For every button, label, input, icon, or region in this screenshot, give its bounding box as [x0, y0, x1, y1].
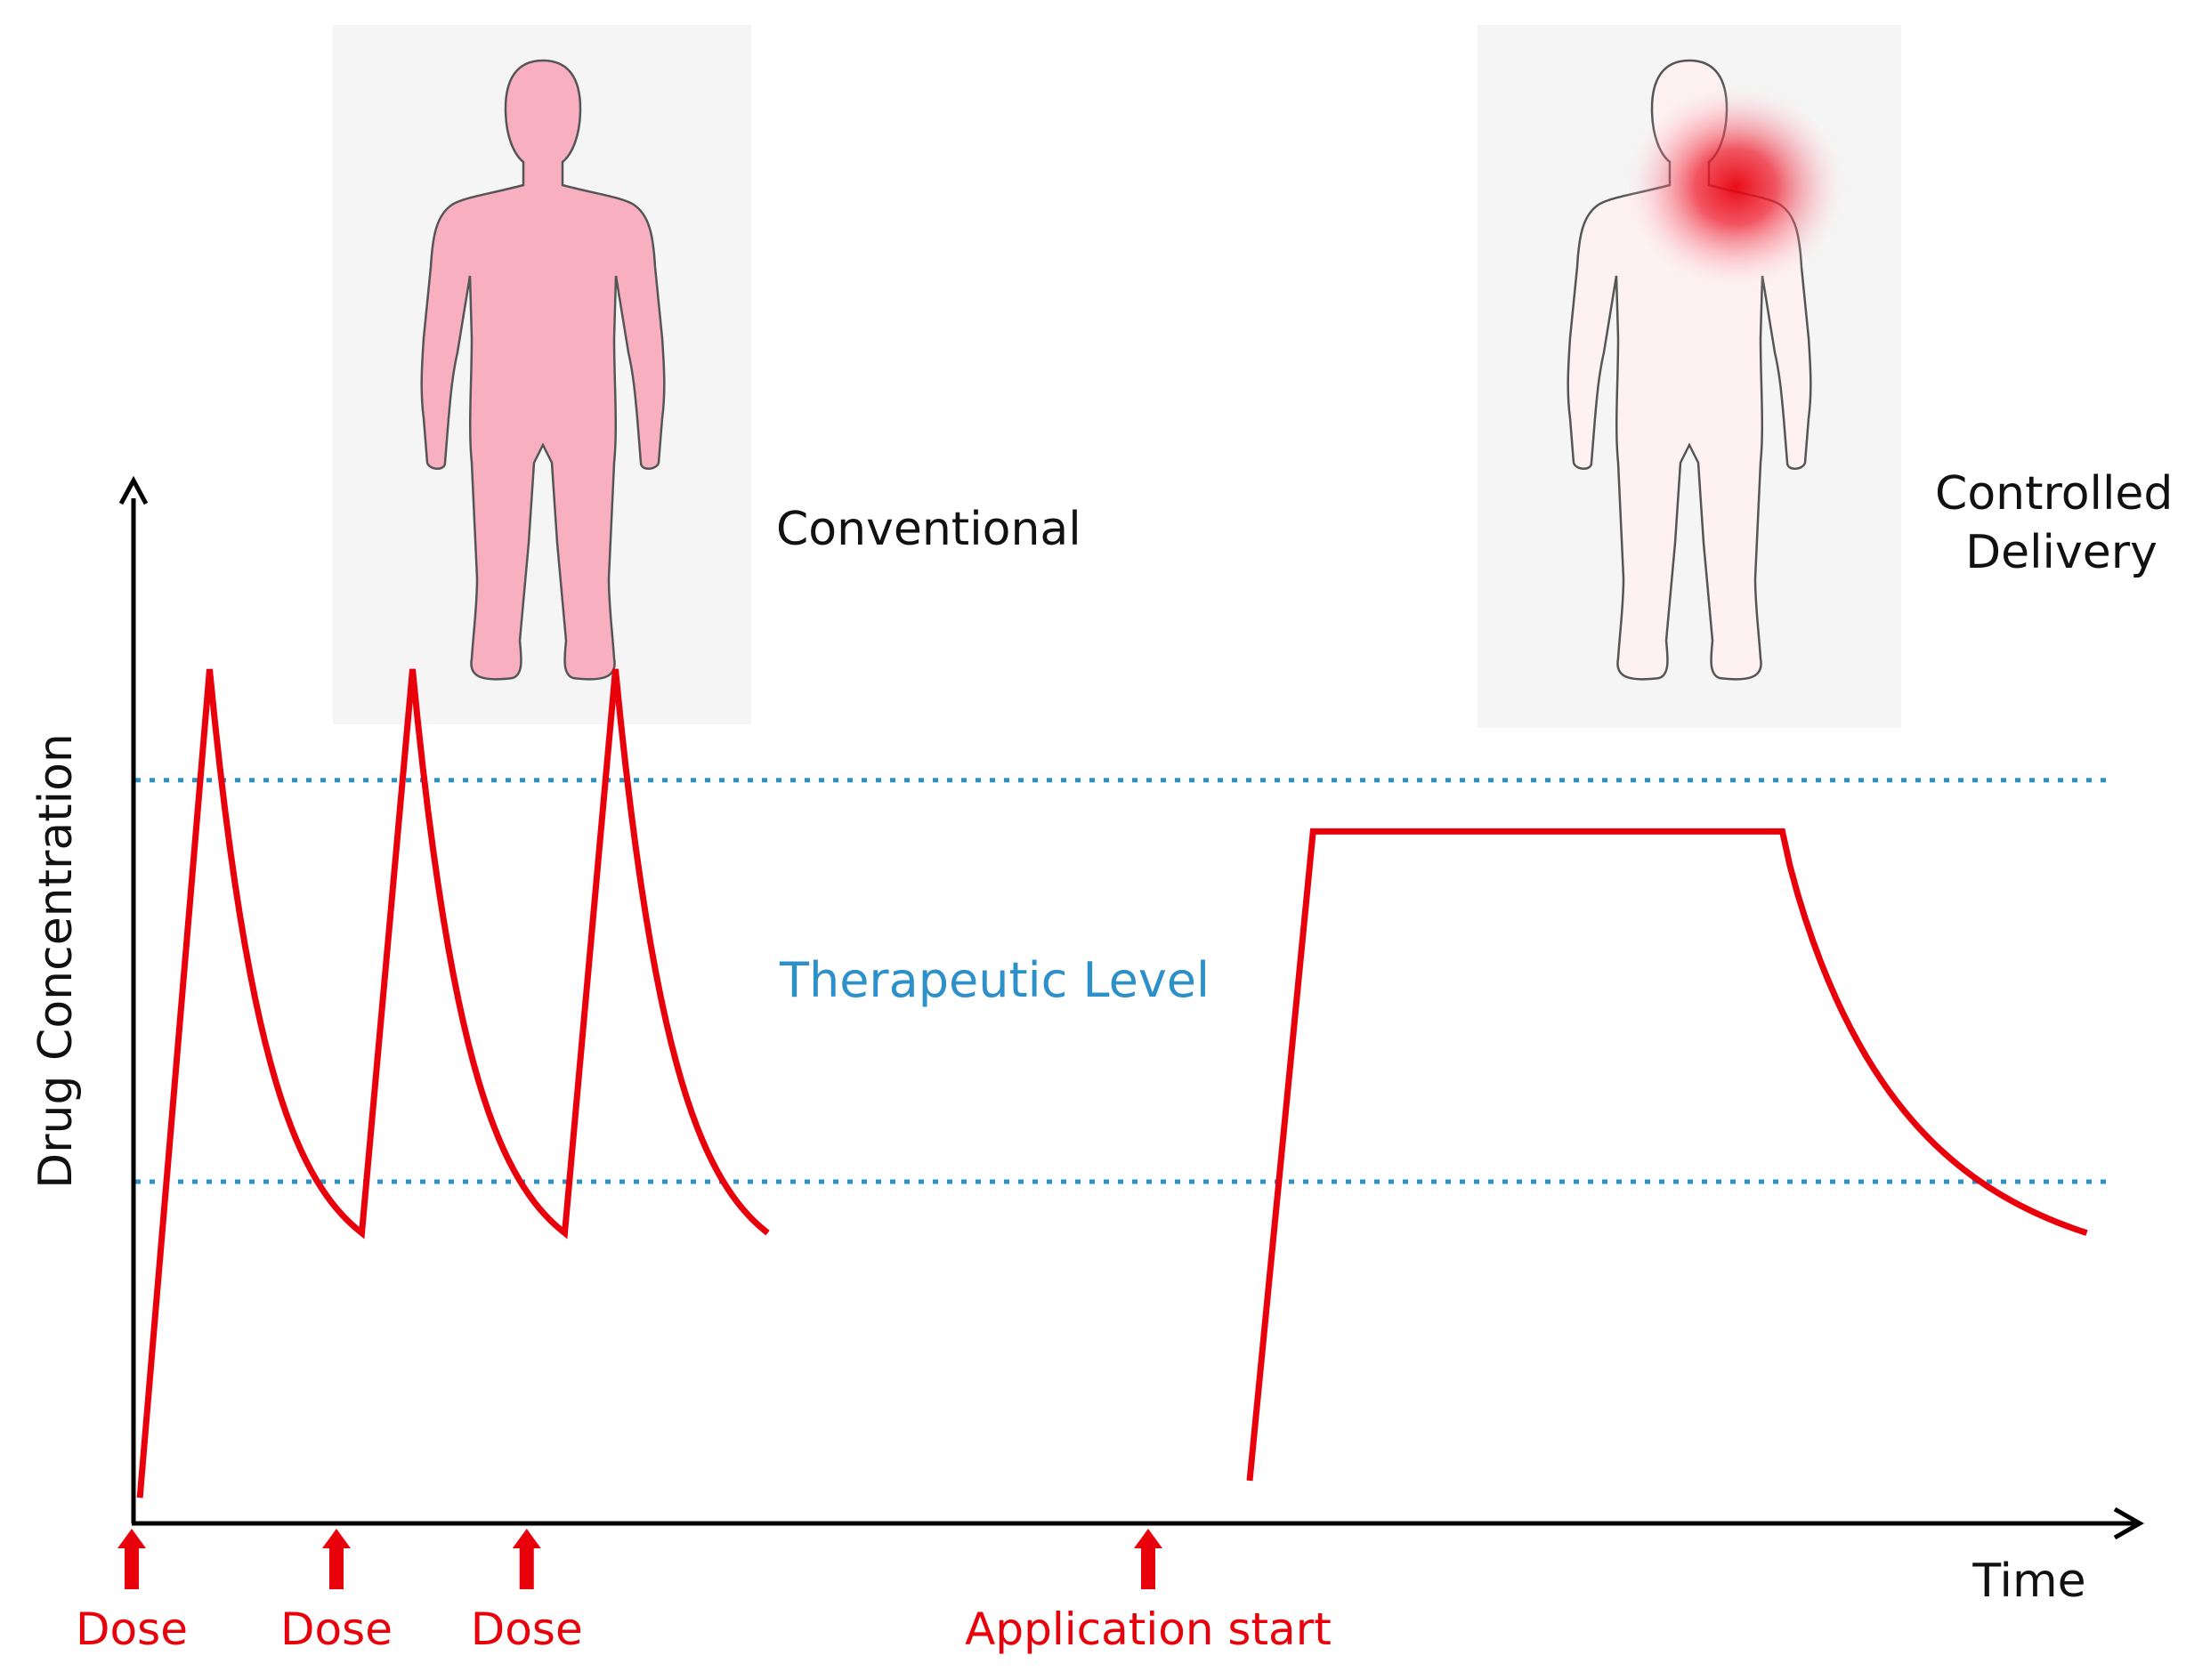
dose-marker-1: Dose [76, 1529, 188, 1655]
conventional-label: Conventional [776, 503, 1081, 556]
up-arrow-icon [322, 1529, 351, 1589]
marker-label: Dose [76, 1603, 188, 1655]
marker-label: Dose [280, 1603, 393, 1655]
dose-marker-3: Dose [471, 1529, 583, 1655]
y-axis-arrow-icon [118, 475, 149, 505]
x-axis-arrow-icon [2113, 1506, 2145, 1540]
dose-marker-2: Dose [280, 1529, 393, 1655]
y-axis-label: Drug Concentration [29, 733, 83, 1189]
controlled-delivery-line-1: Controlled [1935, 467, 2173, 521]
up-arrow-icon [117, 1529, 146, 1589]
conventional-body-panel [333, 25, 751, 724]
concentration-curves [136, 668, 2088, 1498]
controlled-delivery-line-2: Delivery [1965, 526, 2158, 579]
controlled-delivery-curve [1246, 828, 2088, 1482]
application-start-marker: Application start [965, 1529, 1332, 1655]
up-arrow-icon [1134, 1529, 1162, 1589]
marker-label: Dose [471, 1603, 583, 1655]
controlled-delivery-label: Controlled Delivery [1935, 467, 2186, 579]
controlled-body-panel [1478, 25, 1901, 728]
conventional-curve [136, 668, 770, 1498]
therapeutic-level-label: Therapeutic Level [779, 952, 1210, 1008]
marker-label: Application start [965, 1603, 1332, 1655]
up-arrow-icon [512, 1529, 541, 1589]
dose-markers: Dose Dose Dose Application start [76, 1529, 1332, 1655]
x-axis-label: Time [1971, 1555, 2085, 1608]
localized-drug-hotspot [1620, 80, 1851, 294]
